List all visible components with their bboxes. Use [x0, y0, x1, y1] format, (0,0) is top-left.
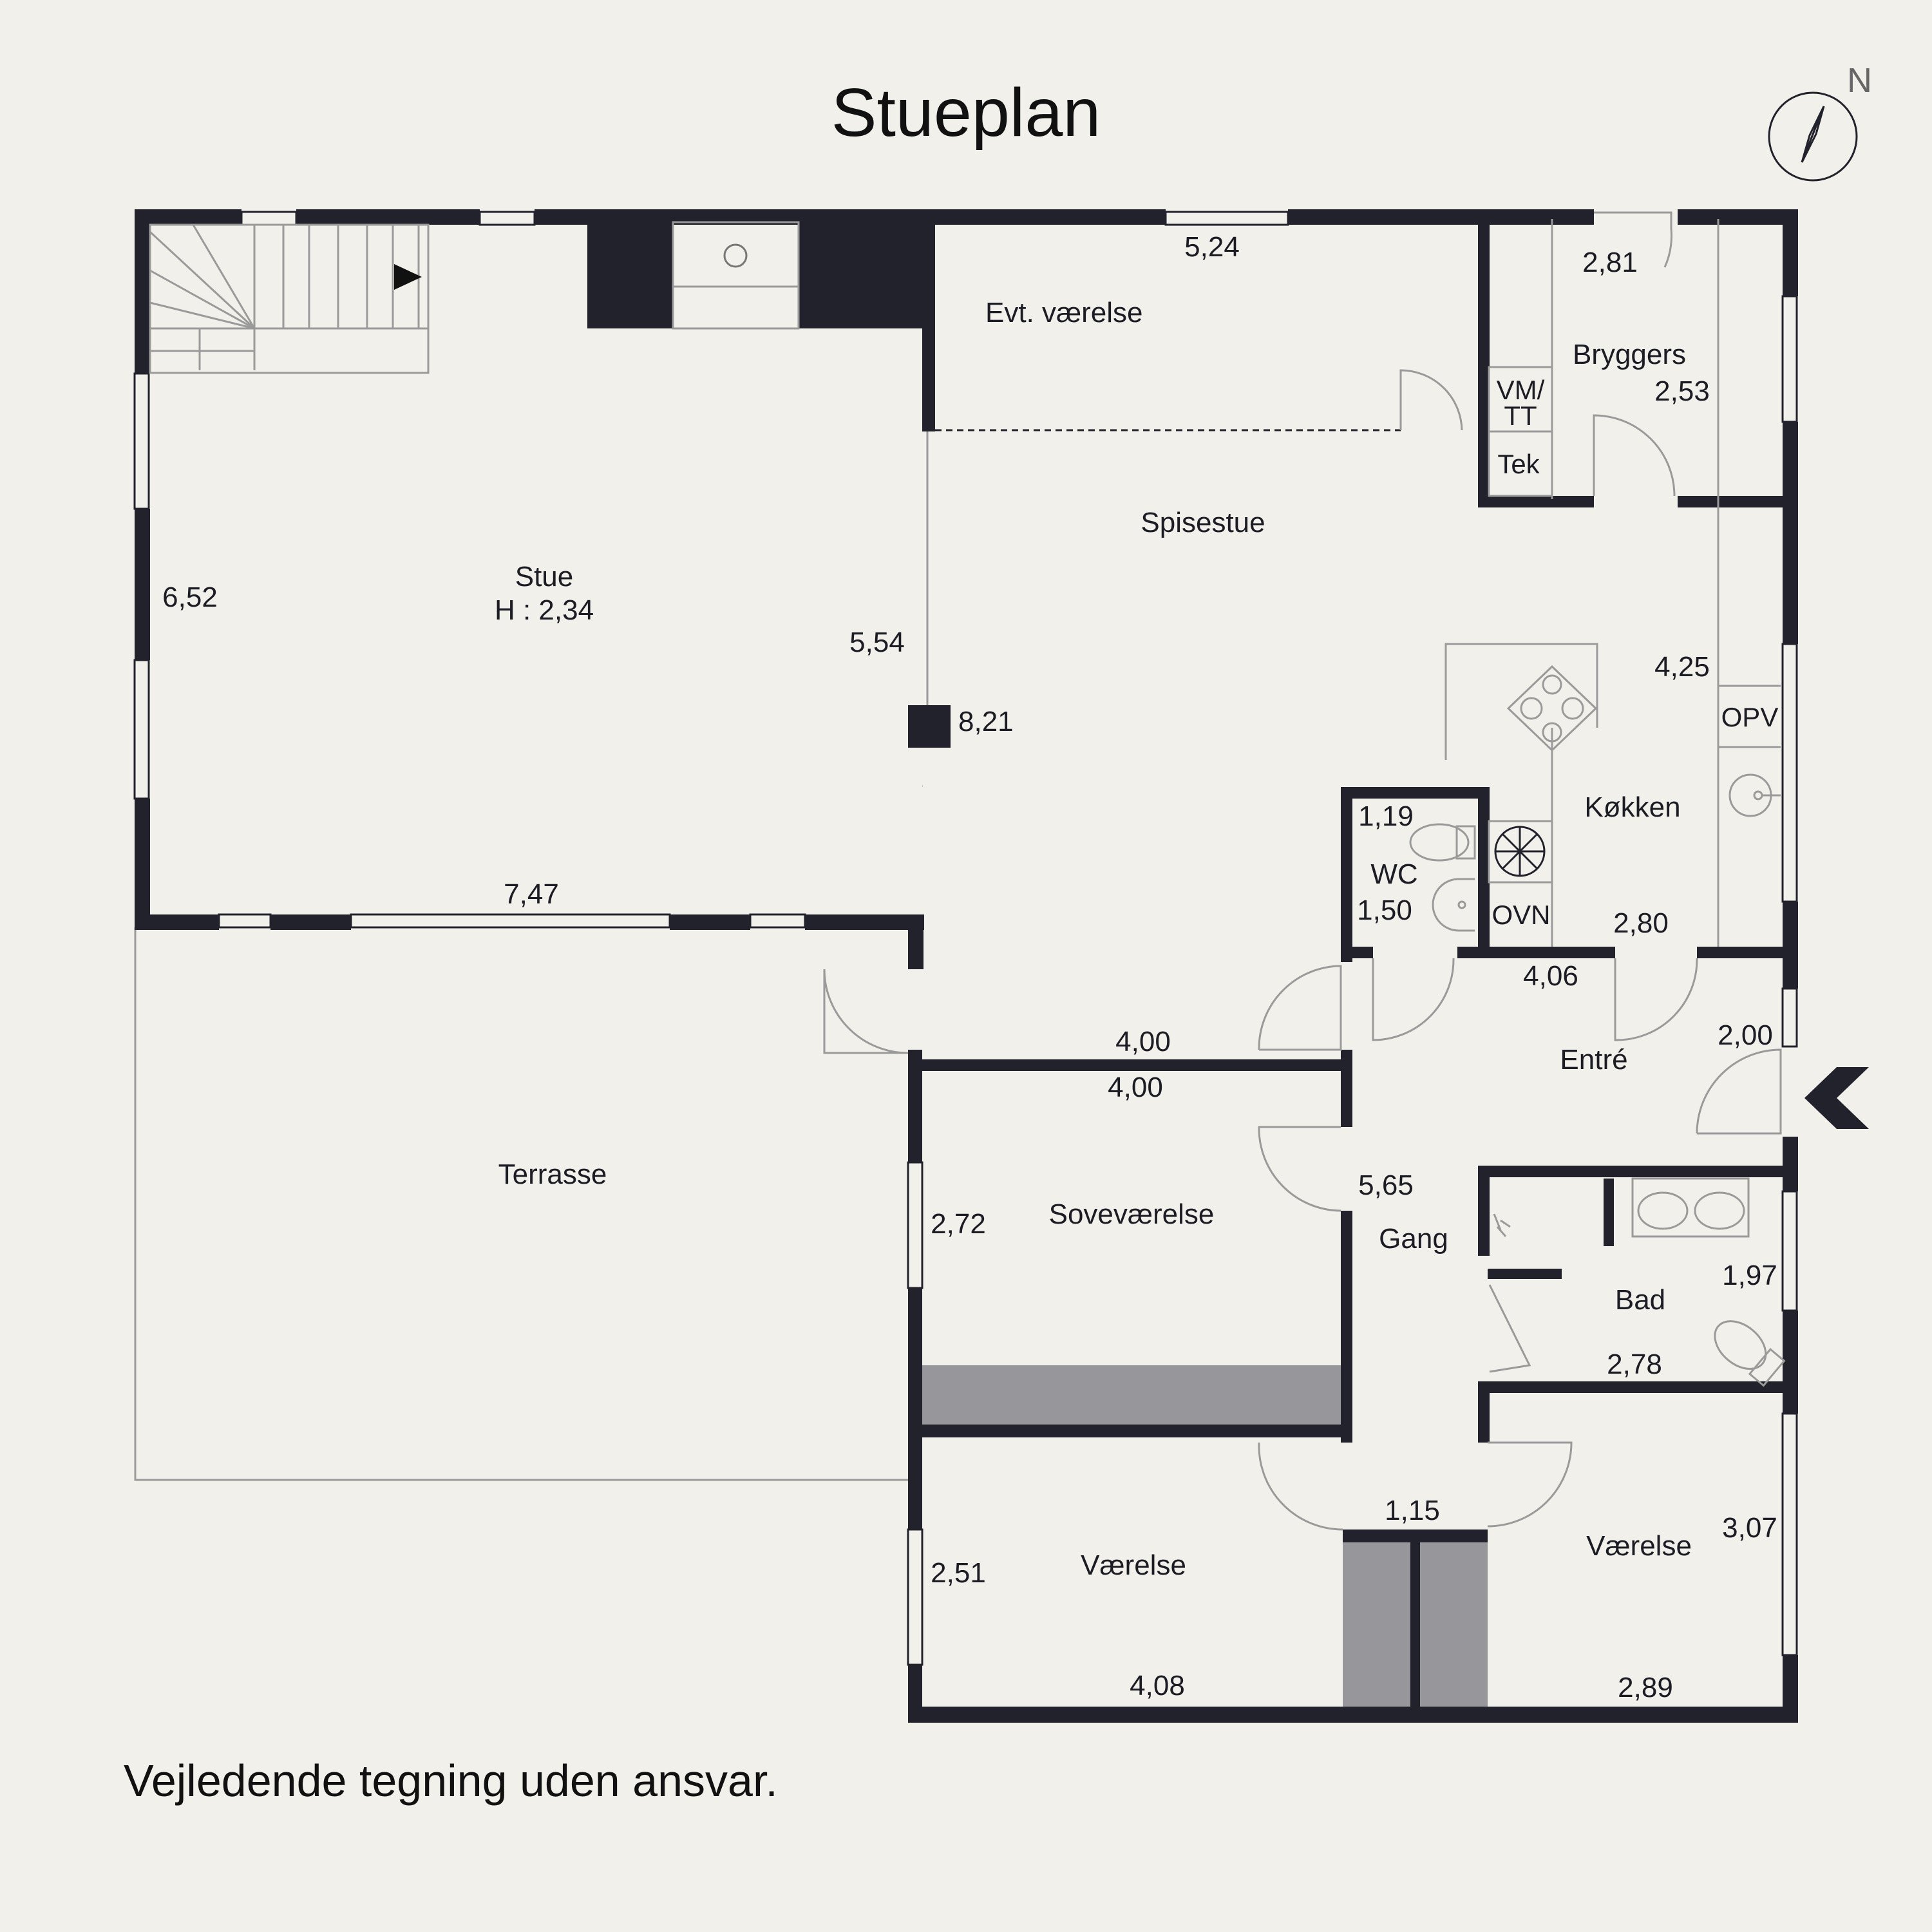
staircase	[149, 223, 430, 374]
doors	[823, 211, 1782, 1531]
dim-label: 2,51	[931, 1557, 986, 1589]
room-label-vaerelse-left: Værelse	[1081, 1549, 1186, 1581]
dim-label: 2,00	[1718, 1019, 1773, 1051]
wardrobes	[921, 1365, 1488, 1711]
bath-toilet-icon	[1714, 1320, 1786, 1387]
stove-icon	[1506, 665, 1598, 752]
compass-icon	[1768, 91, 1858, 182]
partitions	[672, 219, 1781, 947]
walls	[135, 209, 1798, 1723]
room-label-stue: Stue	[515, 561, 574, 592]
entrance-arrow-icon	[1804, 1067, 1869, 1129]
room-label-opv: OPV	[1721, 702, 1779, 732]
room-label-gang: Gang	[1379, 1223, 1448, 1255]
dim-label: 4,08	[1130, 1670, 1185, 1701]
dim-label: 4,25	[1654, 651, 1710, 683]
room-labels: Stue H : 2,34 Evt. værelse Spisestue Bry…	[495, 297, 1778, 1581]
dim-label: 2,80	[1613, 907, 1669, 939]
dimension-labels: 5,24 2,81 2,53 6,52 5,54 8,21 4,25 1,19 …	[162, 231, 1777, 1703]
dim-label: 6,52	[162, 582, 218, 613]
room-label-spisestue: Spisestue	[1141, 507, 1265, 538]
room-label-tek: Tek	[1497, 449, 1540, 479]
dim-label: 1,97	[1722, 1260, 1777, 1291]
terrace-outline	[134, 927, 908, 1481]
page-title: Stueplan	[831, 75, 1101, 151]
disclaimer-footnote: Vejledende tegning uden ansvar.	[124, 1756, 778, 1806]
dim-label: 5,24	[1184, 231, 1240, 263]
dim-label: 5,54	[849, 627, 905, 658]
room-label-vaerelse-right: Værelse	[1586, 1530, 1692, 1562]
dim-label: 2,81	[1582, 247, 1638, 278]
room-label-wc: WC	[1370, 858, 1417, 890]
room-label-terrasse: Terrasse	[498, 1159, 607, 1190]
wc-toilet-icon	[1409, 823, 1476, 862]
wc-sink-icon	[1432, 878, 1475, 932]
room-label-vm-tt-1: VM/	[1497, 375, 1545, 405]
shower-icon	[1493, 1213, 1511, 1237]
dim-label: 4,06	[1523, 960, 1578, 992]
room-label-koekken: Køkken	[1584, 791, 1680, 823]
stair-direction-arrow	[394, 264, 422, 290]
dim-label: 4,00	[1115, 1026, 1171, 1057]
room-label-bad: Bad	[1615, 1284, 1665, 1316]
dim-label: 2,72	[931, 1208, 986, 1240]
windows	[133, 211, 1798, 1666]
dim-label: 1,15	[1385, 1495, 1440, 1526]
dim-label: 8,21	[958, 706, 1014, 737]
fireplace-icon	[723, 243, 748, 268]
dim-label: 2,89	[1618, 1672, 1673, 1703]
dim-label: 5,65	[1358, 1170, 1414, 1201]
dim-label: 1,19	[1358, 800, 1414, 832]
kitchen-sink-icon	[1728, 773, 1781, 817]
room-label-stue-height: H : 2,34	[495, 594, 594, 626]
room-label-evt-vaerelse: Evt. værelse	[985, 297, 1143, 328]
dim-label: 2,53	[1654, 375, 1710, 407]
dim-label: 7,47	[504, 878, 559, 910]
dim-label: 4,00	[1108, 1072, 1163, 1103]
room-label-entre: Entré	[1560, 1044, 1627, 1075]
dim-label: 2,78	[1607, 1349, 1662, 1380]
dim-label: 1,50	[1357, 895, 1412, 926]
oven-fan-icon	[1494, 826, 1546, 877]
room-label-vm-tt-2: TT	[1504, 401, 1537, 431]
bath-sinks-icon	[1631, 1177, 1750, 1238]
room-label-bryggers: Bryggers	[1573, 339, 1686, 370]
dim-label: 3,07	[1722, 1512, 1777, 1544]
room-label-ovn: OVN	[1492, 900, 1550, 930]
room-label-sovevaerelse: Soveværelse	[1049, 1198, 1215, 1230]
compass-north-label: N	[1847, 61, 1872, 100]
